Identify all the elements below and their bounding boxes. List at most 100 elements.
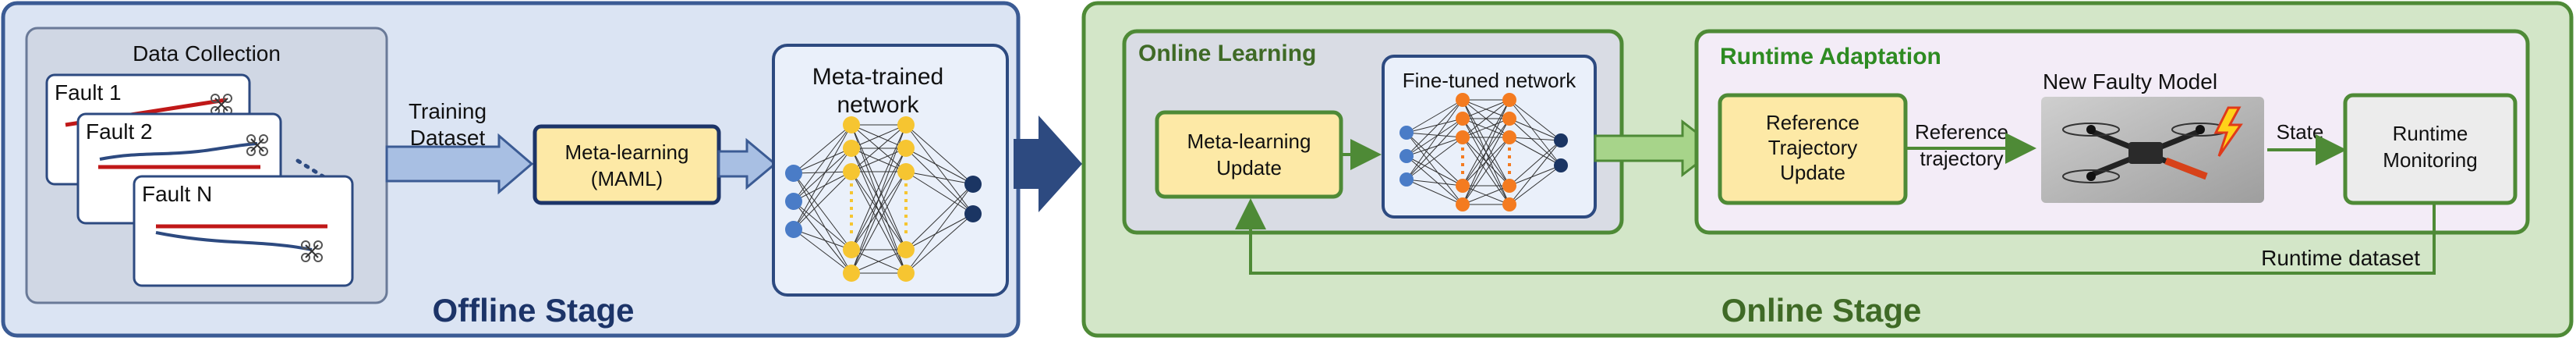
online-learning-title: Online Learning xyxy=(1138,41,1316,66)
network-edge xyxy=(793,171,852,202)
network-node xyxy=(785,165,802,182)
network-edge xyxy=(905,148,974,185)
quadrotor-icon xyxy=(2062,123,2229,183)
network-node xyxy=(843,265,860,282)
network-edge xyxy=(1509,140,1562,187)
network-node xyxy=(1456,197,1470,211)
network-node xyxy=(1554,158,1568,172)
stage-transition-arrow xyxy=(1014,116,1082,212)
maml-label-2: (MAML) xyxy=(591,167,663,190)
reference-trajectory-label-1: Reference xyxy=(1766,111,1859,134)
meta-learning-update-label-2: Update xyxy=(1216,156,1282,180)
online-stage-label: Online Stage xyxy=(1721,292,1922,329)
meta-trained-title-2: network xyxy=(837,92,919,118)
network-node xyxy=(1502,197,1516,211)
network-edge xyxy=(793,171,852,230)
network-edge xyxy=(1462,118,1510,138)
network-edge xyxy=(793,148,852,174)
network-node xyxy=(1502,112,1516,126)
network-node xyxy=(897,241,915,258)
network-node xyxy=(1554,133,1568,148)
network-edge xyxy=(1406,155,1463,187)
network-node xyxy=(785,193,802,210)
runtime-adaptation-title: Runtime Adaptation xyxy=(1720,44,1941,69)
fine-tuned-network-title: Fine-tuned network xyxy=(1403,69,1577,92)
network-node xyxy=(785,221,802,238)
network-edge xyxy=(1509,118,1562,166)
network-edge xyxy=(1509,99,1562,166)
network-edge xyxy=(905,213,974,251)
fault-card-1-label: Fault 1 xyxy=(55,80,122,105)
network-node xyxy=(1456,179,1470,193)
network-node xyxy=(897,163,915,180)
new-faulty-model-title: New Faulty Model xyxy=(2043,69,2217,94)
network-node xyxy=(1456,93,1470,107)
network-edge xyxy=(1509,137,1562,141)
reference-trajectory-label-3: Update xyxy=(1780,161,1845,184)
network-edge xyxy=(793,124,852,174)
network-node xyxy=(843,140,860,157)
network-node xyxy=(897,140,915,157)
fault-card-n-label: Fault N xyxy=(142,182,212,206)
network-node xyxy=(843,163,860,180)
fault-card-n: Fault N xyxy=(133,175,354,287)
network-edge xyxy=(793,172,852,251)
network-node xyxy=(964,176,982,193)
state-label: State xyxy=(2277,120,2324,144)
training-dataset-arrow xyxy=(385,133,534,195)
reference-trajectory-edge-label-1: Reference xyxy=(1915,120,2008,144)
network-node xyxy=(1502,179,1516,193)
network-edge xyxy=(1406,118,1463,157)
network-node xyxy=(1502,130,1516,144)
meta-trained-title-1: Meta-trained xyxy=(812,64,943,90)
network-edge xyxy=(1509,140,1562,205)
network-edge xyxy=(851,124,907,251)
network-edge xyxy=(851,124,907,274)
network-edge xyxy=(1462,99,1510,138)
network-edge xyxy=(1406,137,1463,157)
network-edge xyxy=(793,148,852,230)
network-edge xyxy=(1406,99,1463,157)
network-edge xyxy=(1509,165,1562,187)
network-edge xyxy=(1462,185,1510,205)
network-edge xyxy=(1406,118,1463,133)
network-node xyxy=(1399,149,1414,163)
network-edge xyxy=(1509,118,1562,141)
network-edge xyxy=(1462,99,1510,119)
runtime-monitoring-box xyxy=(2343,93,2518,205)
network-edge xyxy=(1406,132,1463,205)
network-edge xyxy=(851,148,907,274)
network-edge xyxy=(1462,99,1510,205)
fine-tuned-network-graph xyxy=(1399,93,1568,211)
data-collection-title: Data Collection xyxy=(133,41,281,66)
training-dataset-label-1: Training xyxy=(409,99,487,123)
runtime-dataset-feedback-arrow xyxy=(1235,198,2436,275)
runtime-monitoring-label-1: Runtime xyxy=(2393,122,2468,145)
meta-learning-update-box xyxy=(1155,110,1343,199)
network-edge xyxy=(793,148,852,202)
meta-trained-network-panel xyxy=(772,44,1009,297)
network-node xyxy=(843,116,860,133)
network-edge xyxy=(793,124,852,230)
network-edge xyxy=(1509,137,1562,166)
network-edge xyxy=(1406,132,1463,138)
drone-icon xyxy=(301,240,323,262)
network-node xyxy=(1502,93,1516,107)
network-edge xyxy=(905,171,974,185)
network-edge xyxy=(851,124,907,172)
network-edge xyxy=(793,201,852,251)
network-edge xyxy=(905,171,974,215)
lightning-fault-icon xyxy=(2213,106,2243,157)
network-edge xyxy=(1406,99,1463,133)
network-node xyxy=(1456,112,1470,126)
offline-stage-label: Offline Stage xyxy=(432,292,634,329)
maml-to-network-arrow xyxy=(717,137,777,190)
network-edge xyxy=(793,124,852,202)
network-edge xyxy=(1406,99,1463,180)
network-edge xyxy=(905,148,974,215)
network-edge xyxy=(1509,99,1562,141)
network-edge xyxy=(1406,118,1463,180)
network-edge xyxy=(851,171,907,274)
reference-trajectory-edge-label-2: trajectory xyxy=(1920,147,2004,170)
